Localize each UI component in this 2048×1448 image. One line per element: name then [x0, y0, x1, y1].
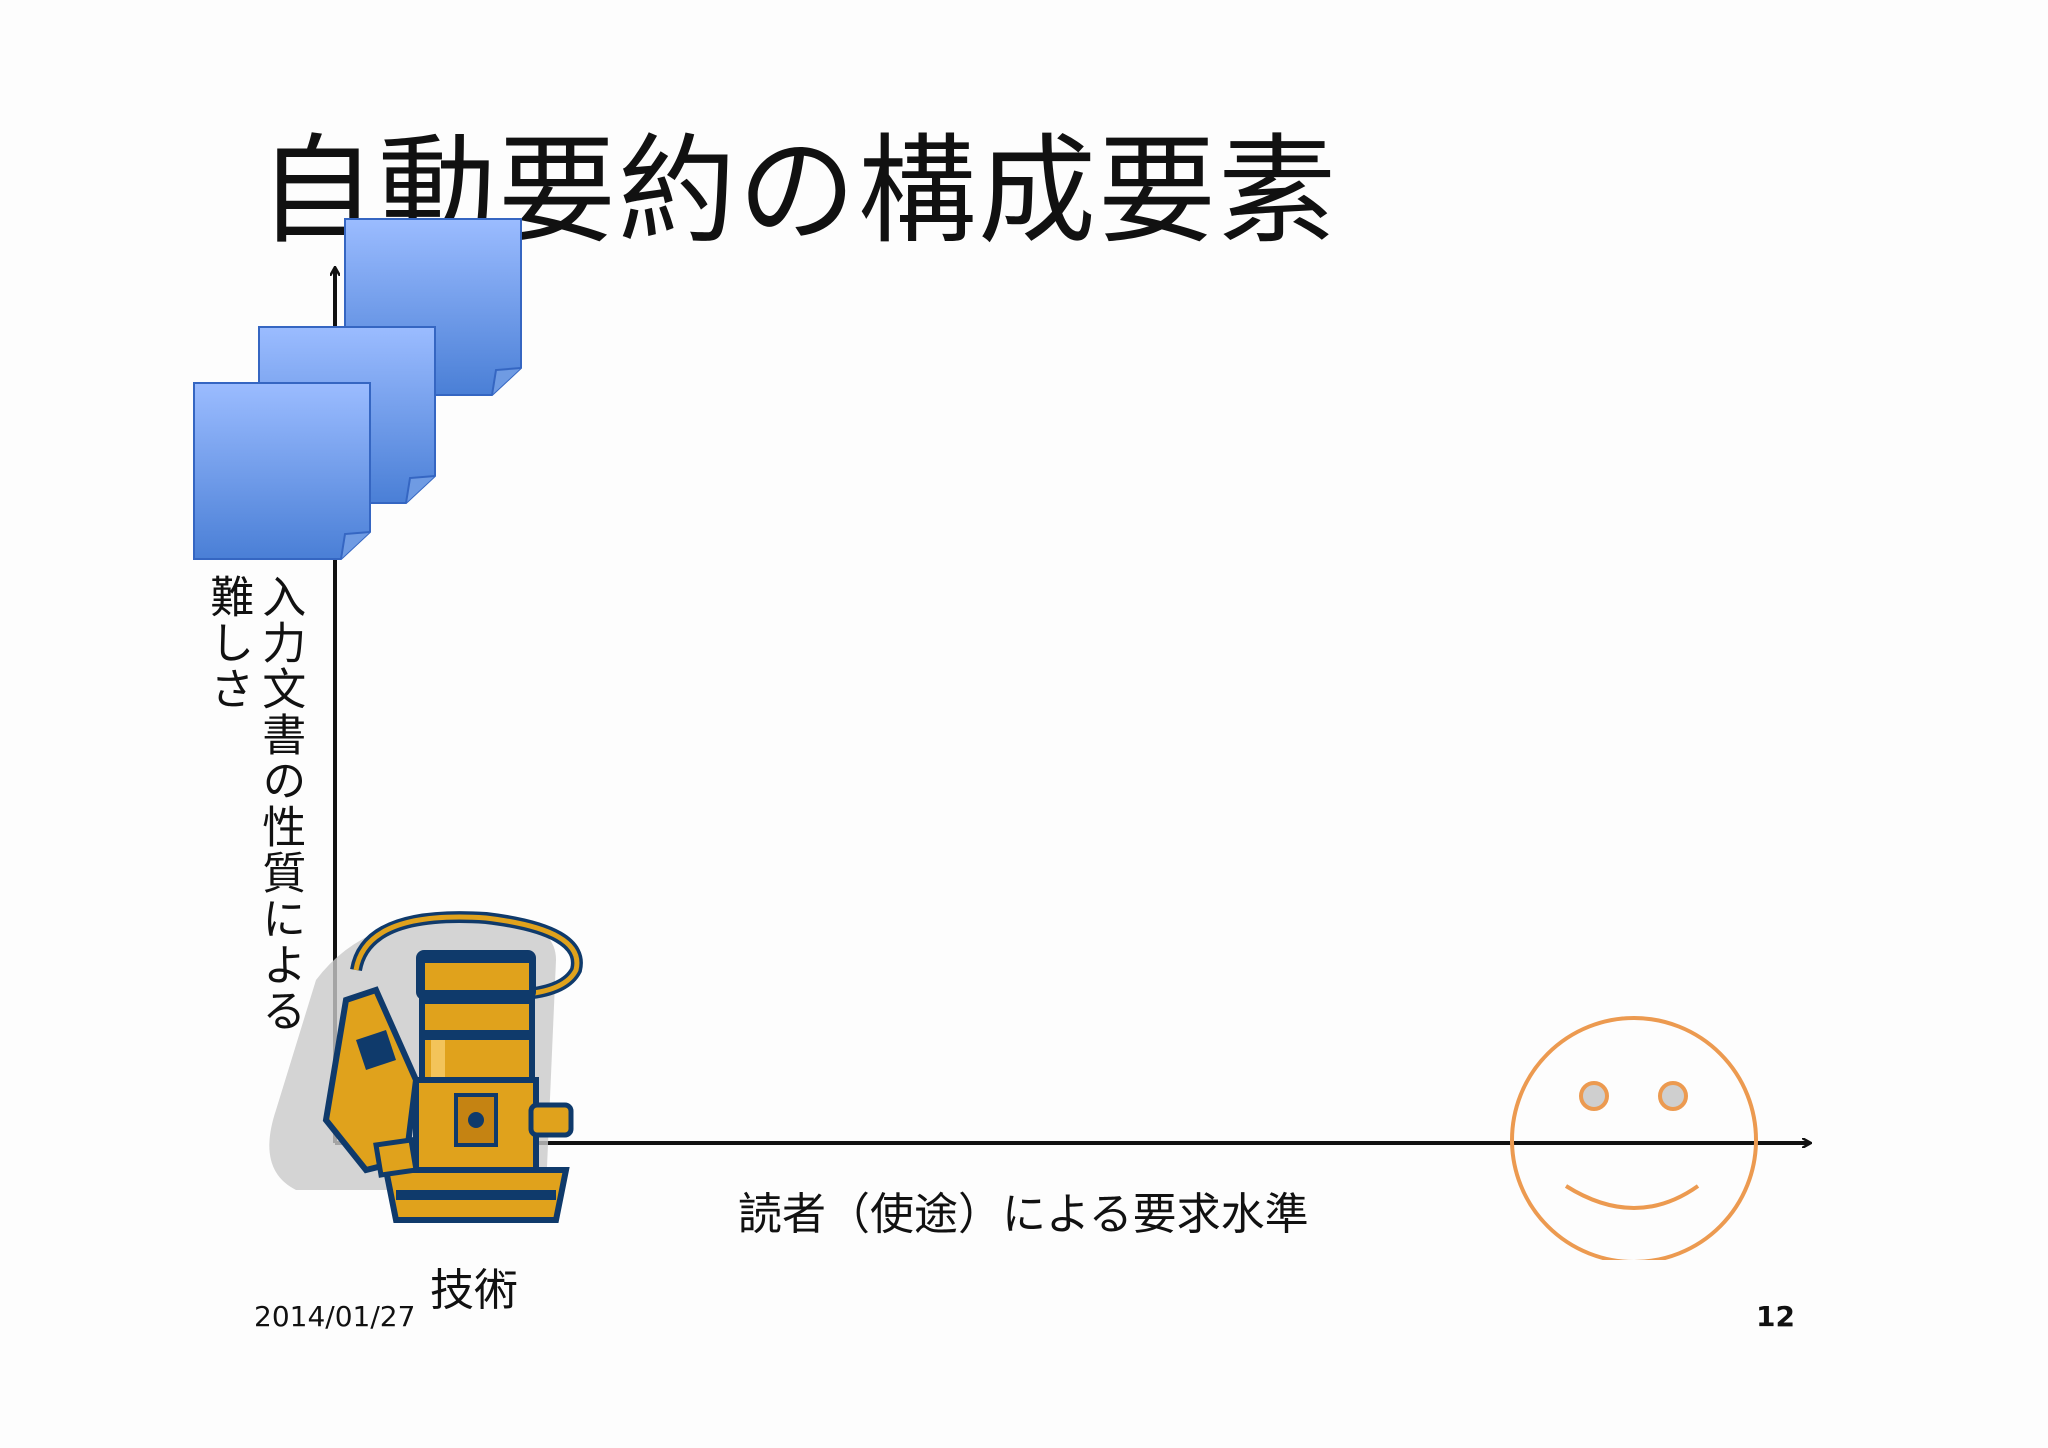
- page-number: 12: [1756, 1300, 1795, 1333]
- y-axis-label: 入力文書の性質による: [254, 574, 306, 1034]
- y-axis-label-continued: 難しさ: [202, 574, 254, 712]
- router-machine-icon: [269, 911, 583, 1223]
- document-icon-front: [193, 382, 371, 560]
- smiley-face-icon: [1510, 1016, 1758, 1260]
- technology-label: 技術: [430, 1265, 518, 1316]
- x-axis-label: 読者（使途）による要求水準: [738, 1189, 1309, 1240]
- footer-date: 2014/01/27: [254, 1300, 416, 1333]
